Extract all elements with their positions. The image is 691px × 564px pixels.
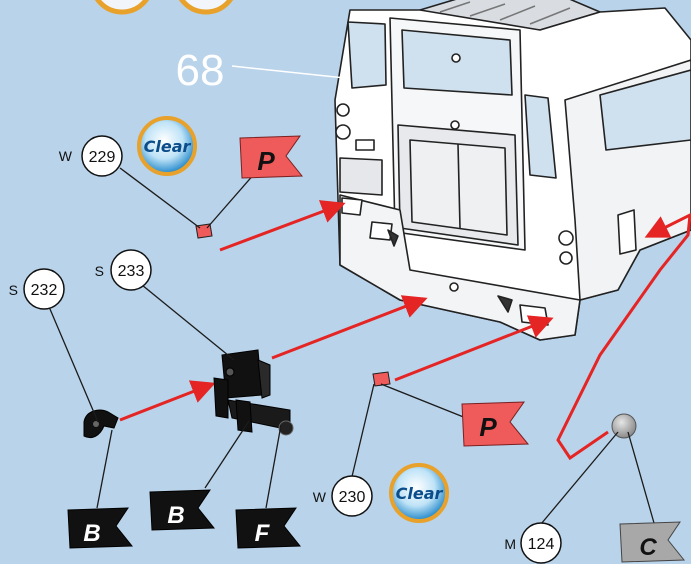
clear-paint-badge-top: Clear: [139, 118, 195, 174]
part-number: 124: [528, 536, 555, 553]
flag-letter: F: [255, 520, 271, 547]
clear-label: Clear: [396, 484, 444, 503]
part-prefix: S: [95, 263, 104, 279]
flag-letter: B: [83, 520, 100, 547]
clear-paint-badge-bottom: Clear: [391, 465, 447, 521]
part-prefix: W: [59, 148, 73, 164]
part-prefix: M: [504, 536, 516, 552]
step-number: 68: [176, 46, 225, 95]
part-prefix: S: [9, 282, 18, 298]
flag-letter: P: [257, 146, 275, 176]
part-number: 229: [89, 149, 116, 166]
part-number: 232: [31, 282, 58, 299]
part-number: 233: [118, 263, 145, 280]
clear-label: Clear: [144, 137, 192, 156]
flag-letter: B: [167, 502, 184, 529]
part-number: 230: [339, 489, 366, 506]
flag-letter: C: [639, 534, 657, 561]
flag-letter: P: [479, 412, 497, 442]
part-prefix: W: [313, 489, 327, 505]
